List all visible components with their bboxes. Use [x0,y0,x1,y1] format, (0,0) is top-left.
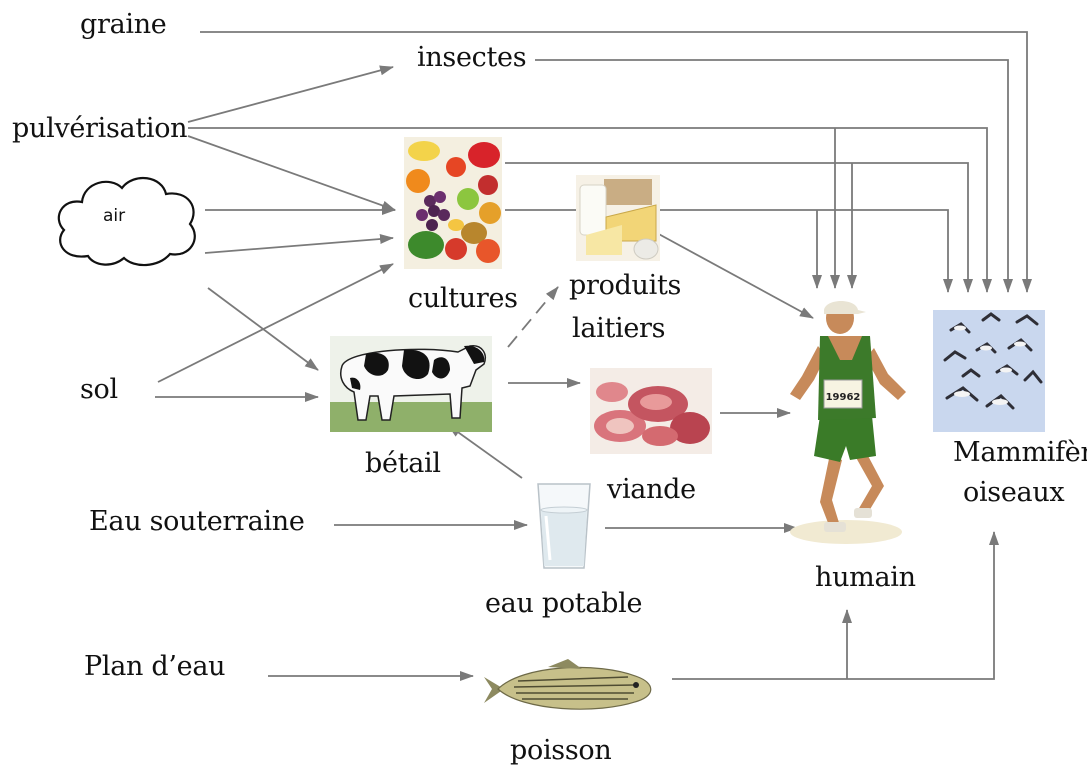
water-glass-image [532,480,596,574]
label-cultures: cultures [408,283,518,315]
runner-image: 19962 [780,296,910,552]
label-oiseaux: oiseaux [963,477,1064,509]
fruits-vegetables-image [404,137,502,269]
arrow-air-cultures-2 [205,238,393,253]
bib-number: 19962 [826,392,861,403]
arrow-pulverisation-cultures [188,136,395,210]
dairy-products-image [576,175,660,261]
label-betail: bétail [365,448,441,480]
label-humain: humain [815,562,916,594]
arrow-poisson-mammiferes [672,532,994,679]
label-insectes: insectes [417,42,526,74]
fish-image [478,655,658,723]
birds-image [933,310,1045,432]
air-label: air [103,206,125,226]
label-viande: viande [607,474,696,506]
label-poisson: poisson [510,735,611,767]
cloud-icon [50,168,202,274]
label-laitiers: laitiers [572,313,665,345]
arrow-pulverisation-insectes [188,67,393,122]
meat-image [590,368,712,454]
label-sol: sol [80,374,118,406]
label-plan-deau: Plan d’eau [84,651,225,683]
label-graine: graine [80,9,167,41]
label-mammiferes: Mammifères [953,437,1087,469]
arrow-eau-betail [448,425,522,478]
label-eau-potable: eau potable [485,588,642,620]
label-produits: produits [569,270,681,302]
label-eau-souterraine: Eau souterraine [89,506,305,538]
cow-image [330,336,492,432]
label-pulverisation: pulvérisation [12,113,187,145]
